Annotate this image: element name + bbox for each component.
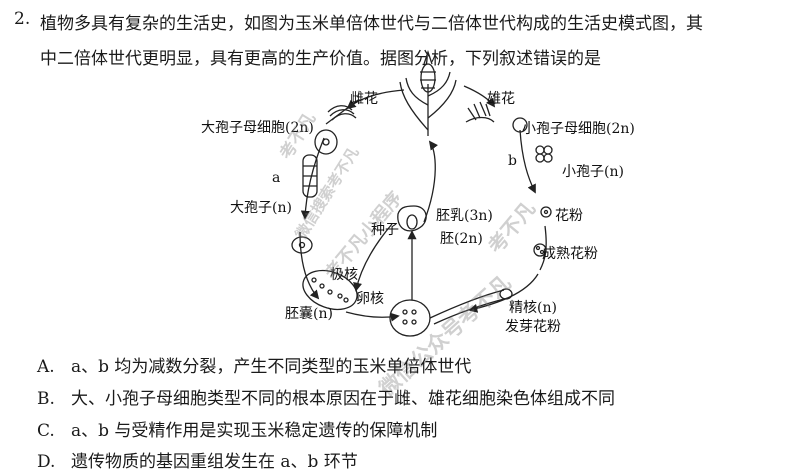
label-female-flower: 雌花 — [350, 91, 378, 107]
embryo-sac — [302, 269, 358, 311]
pollen-grain — [540, 206, 552, 218]
option-b: B. 大、小孢子母细胞类型不同的根本原因在于雌、雄花细胞染色体组成不同 — [37, 384, 615, 409]
question-stem-line2: 中二倍体世代更明显，具有更高的生产价值。据图分析，下列叙述错误的是 — [40, 49, 601, 69]
option-letter: D. — [37, 452, 56, 472]
label-microsporocyte: 小孢子母细胞(2n) — [522, 121, 635, 137]
label-embryo: 胚(2n) — [440, 231, 483, 247]
option-letter: C. — [37, 421, 55, 441]
option-text: a、b 均为减数分裂，产生不同类型的玉米单倍体世代 — [71, 357, 472, 377]
label-germinating-pollen: 发芽花粉 — [505, 319, 561, 335]
microsporocyte-cell — [512, 117, 528, 133]
label-endosperm: 胚乳(3n) — [436, 208, 493, 224]
arrow-a — [300, 137, 325, 220]
label-embryo-sac: 胚囊(n) — [285, 306, 333, 322]
label-seed: 种子 — [371, 222, 399, 238]
label-polar-nuclei: 极核 — [330, 267, 358, 283]
megasporocyte-cell — [314, 129, 338, 155]
label-male-flower: 雄花 — [487, 91, 515, 107]
option-d: D. 遗传物质的基因重组发生在 a、b 环节 — [37, 447, 358, 472]
arrow-b — [519, 129, 536, 194]
mature-pollen-grain — [533, 243, 547, 257]
male-flower-icon — [465, 101, 495, 123]
label-megaspore: 大孢子(n) — [230, 200, 292, 216]
option-a: A. a、b 均为减数分裂，产生不同类型的玉米单倍体世代 — [37, 352, 471, 377]
label-egg-nucleus: 卵核 — [356, 291, 384, 307]
label-pollen: 花粉 — [555, 208, 583, 224]
question-stem-line1: 植物多具有复杂的生活史，如图为玉米单倍体世代与二倍体世代构成的生活史模式图，其 — [40, 14, 703, 34]
question-number: 2. — [14, 9, 31, 29]
functional-megaspore — [291, 236, 313, 254]
label-sperm-nucleus: 精核(n) — [509, 300, 557, 316]
label-a: a — [272, 170, 281, 186]
option-letter: B. — [37, 389, 55, 409]
label-b: b — [508, 153, 517, 169]
option-text: 遗传物质的基因重组发生在 a、b 环节 — [71, 452, 358, 472]
seed-icon — [397, 205, 427, 232]
label-microspore: 小孢子(n) — [562, 164, 624, 180]
option-text: 大、小孢子母细胞类型不同的根本原因在于雌、雄花细胞染色体组成不同 — [71, 389, 615, 409]
label-mature-pollen: 成熟花粉 — [542, 246, 598, 262]
pollen-tube — [429, 289, 505, 319]
label-megasporocyte: 大孢子母细胞(2n) — [201, 120, 314, 136]
option-c: C. a、b 与受精作用是实现玉米稳定遗传的保障机制 — [37, 416, 437, 441]
corn-plant-icon — [399, 49, 457, 136]
option-text: a、b 与受精作用是实现玉米稳定遗传的保障机制 — [71, 421, 438, 441]
ovule — [389, 299, 431, 337]
option-letter: A. — [37, 357, 55, 377]
